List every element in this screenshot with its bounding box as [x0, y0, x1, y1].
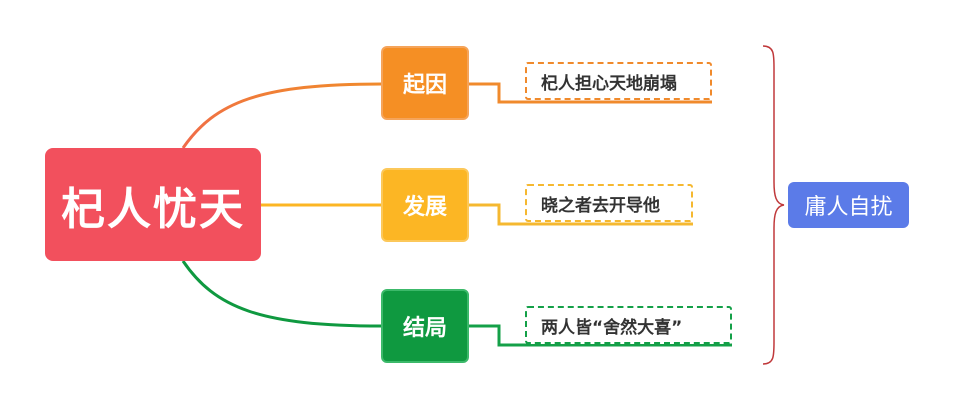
branch-node-result[interactable]: 结局	[381, 289, 469, 363]
link-cause-leaf	[469, 82, 712, 104]
link-development-leaf	[469, 203, 693, 226]
root-node[interactable]: 杞人忧天	[45, 148, 261, 261]
leaf-node-result[interactable]: 两人皆“舍然大喜”	[525, 306, 732, 344]
branch-node-development[interactable]: 发展	[381, 168, 469, 242]
leaf-node-development[interactable]: 晓之者去开导他	[525, 184, 693, 222]
link-root-result	[181, 260, 383, 328]
summary-node[interactable]: 庸人自扰	[788, 182, 909, 228]
leaf-node-cause[interactable]: 杞人担心天地崩塌	[525, 62, 712, 100]
link-result-leaf	[469, 324, 732, 347]
link-root-cause	[181, 82, 383, 149]
right-brace	[762, 45, 785, 365]
branch-node-cause[interactable]: 起因	[381, 46, 469, 120]
